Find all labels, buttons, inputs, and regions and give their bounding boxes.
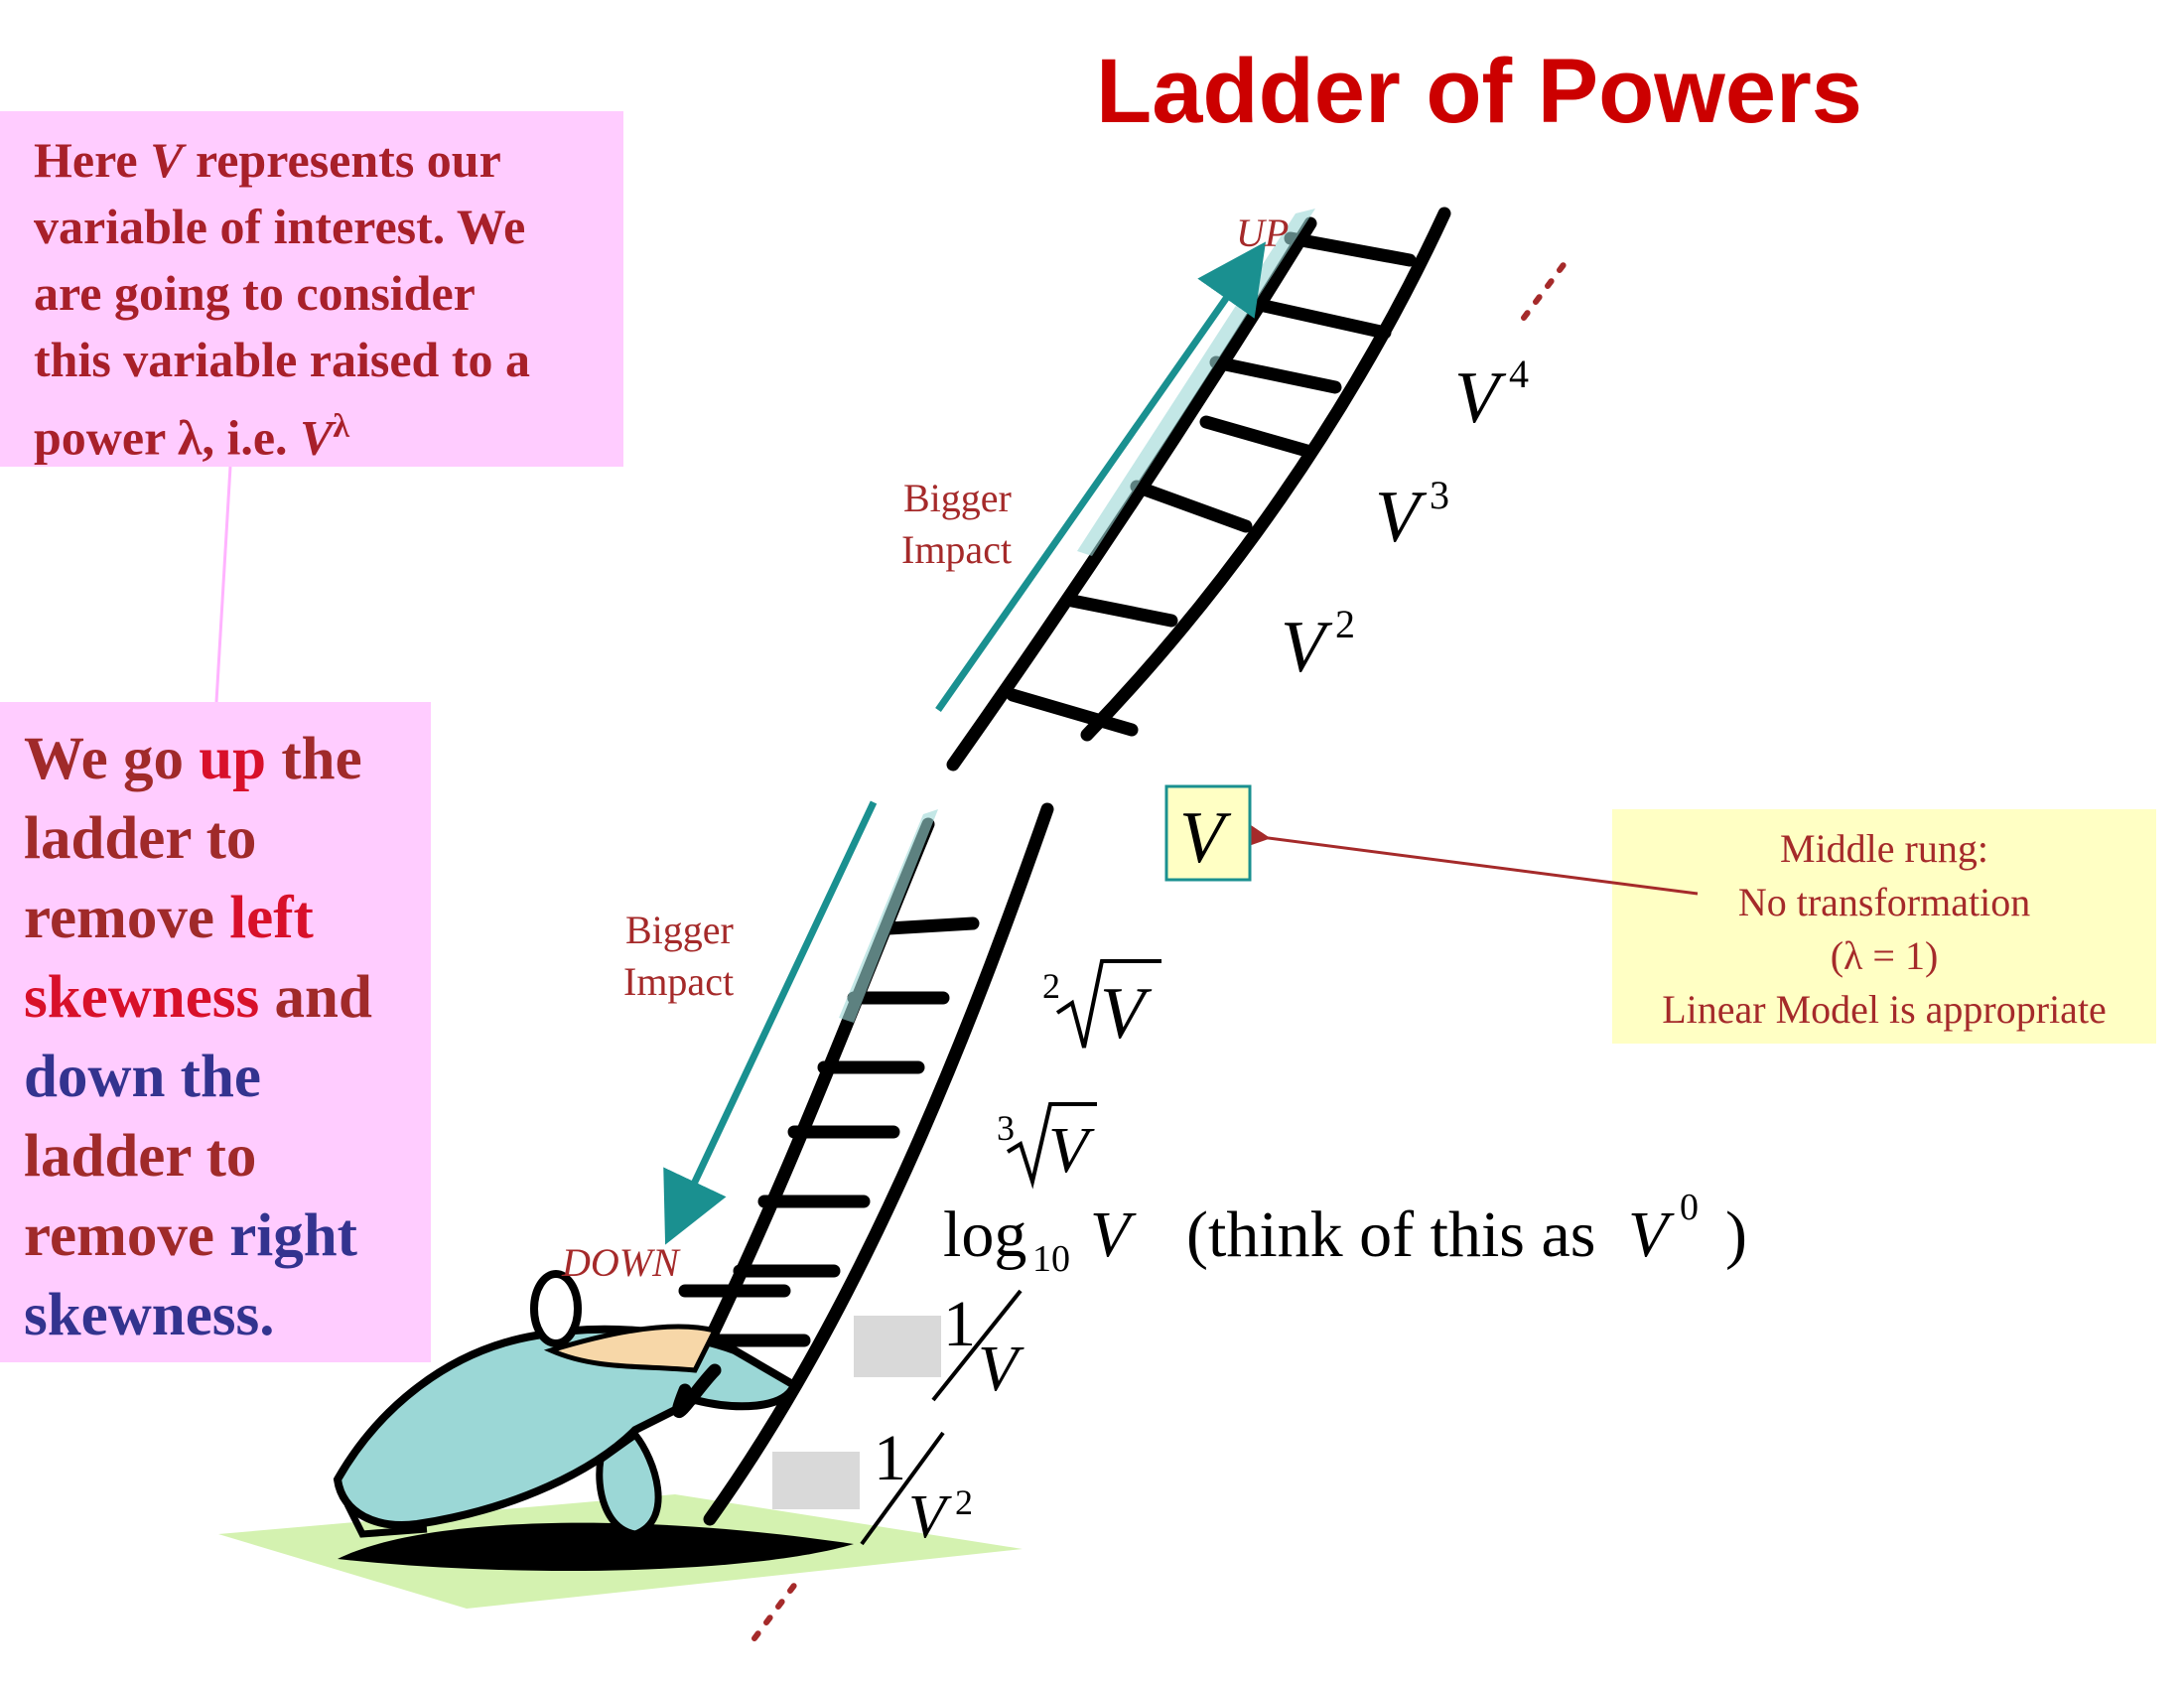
ladder-front <box>671 1284 791 1418</box>
intro-variable: V <box>150 132 184 188</box>
root2-radical <box>1055 959 1161 1049</box>
ladder-upper <box>946 207 1451 772</box>
power-v2-base: V <box>1281 607 1333 688</box>
rule-highlight-right: right <box>229 1202 357 1269</box>
log-subscript: 10 <box>1032 1238 1070 1280</box>
up-arrow <box>935 241 1267 713</box>
connector-line <box>214 466 232 703</box>
power-v3-base: V <box>1375 477 1428 558</box>
inv-v2-exponent: 2 <box>955 1482 973 1522</box>
log-variable: V <box>1090 1198 1137 1271</box>
rule-text: ladder to <box>24 805 257 872</box>
rule-text: ladder to <box>24 1123 257 1190</box>
page-title: Ladder of Powers <box>1096 41 1862 142</box>
person-figure <box>333 1270 800 1538</box>
root3-radicand: V <box>1048 1114 1095 1187</box>
middle-rung-text: Linear Model is appropriate <box>1662 987 2107 1032</box>
ladder-lower <box>678 802 1054 1526</box>
middle-rung-text: (λ = 1) <box>1830 933 1939 978</box>
think-text: (think of this as <box>1186 1198 1595 1271</box>
rule-highlight-skewness: skewness <box>24 964 260 1031</box>
think-close: ) <box>1725 1198 1747 1271</box>
inv-v-numerator: 1 <box>943 1288 976 1360</box>
rule-box: We go up the ladder to remove left skewn… <box>0 702 431 1362</box>
bigger-impact-top-line1: Bigger <box>903 476 1012 520</box>
rule-highlight-skewness: skewness. <box>24 1282 275 1348</box>
power-v1: V <box>1179 797 1232 879</box>
think-exponent: 0 <box>1680 1187 1699 1228</box>
up-label: UP <box>1236 211 1289 255</box>
inv-v2-numerator: 1 <box>874 1422 906 1494</box>
think-variable: V <box>1628 1198 1675 1271</box>
middle-rung-text: Middle rung: <box>1780 826 1988 871</box>
down-label: DOWN <box>561 1240 681 1285</box>
rule-text: and <box>259 964 372 1031</box>
root3-index: 3 <box>997 1108 1015 1148</box>
power-v4-base: V <box>1454 357 1507 439</box>
middle-rung-text: No transformation <box>1737 880 2031 924</box>
down-arrow <box>663 800 878 1245</box>
placeholder-swatch <box>772 1452 860 1509</box>
intro-exponent: λ <box>333 408 350 445</box>
ground-shadow <box>338 1522 854 1571</box>
bigger-impact-top-line2: Impact <box>901 527 1012 572</box>
middle-rung-note: Middle rung: No transformation (λ = 1) L… <box>1612 809 2156 1044</box>
rule-highlight-up: up <box>199 726 267 792</box>
intro-text: represents our <box>183 132 501 188</box>
intro-text: this variable raised to a <box>34 332 530 387</box>
intro-text: variable of interest. We <box>34 199 526 254</box>
middle-rung-box <box>1164 784 1252 882</box>
power-v2-exp: 2 <box>1335 602 1355 646</box>
power-v3-exp: 3 <box>1430 473 1449 517</box>
intro-text: are going to consider <box>34 265 476 321</box>
power-v4-exp: 4 <box>1509 352 1529 396</box>
inv-v2-slash <box>860 1431 945 1546</box>
intro-text: Here <box>34 132 151 188</box>
intro-text: power λ, i.e. <box>34 409 301 466</box>
root2-radicand: V <box>1100 973 1153 1055</box>
rule-highlight-left: left <box>229 885 314 951</box>
bigger-impact-bottom-line2: Impact <box>623 959 734 1004</box>
placeholder-swatch <box>854 1316 941 1377</box>
ellipsis-dots <box>751 255 1571 1641</box>
rule-text: remove <box>24 885 230 951</box>
inv-v-slash <box>931 1289 1023 1402</box>
log-base-text: log <box>943 1198 1026 1271</box>
intro-variable: V <box>300 409 334 466</box>
middle-rung-pointer-arrow <box>1232 815 1699 896</box>
intro-note-box: Here V represents our variable of intere… <box>0 111 623 467</box>
inv-v2-denominator: V <box>908 1483 952 1551</box>
rule-text: the <box>266 726 362 792</box>
rule-highlight-down: down the <box>24 1044 261 1110</box>
rule-text: remove <box>24 1202 230 1269</box>
root3-radical <box>1006 1102 1097 1190</box>
rule-text: We go <box>24 726 200 792</box>
root2-index: 2 <box>1042 966 1060 1006</box>
bigger-impact-bottom-line1: Bigger <box>625 908 734 952</box>
inv-v-denominator: V <box>978 1333 1024 1405</box>
